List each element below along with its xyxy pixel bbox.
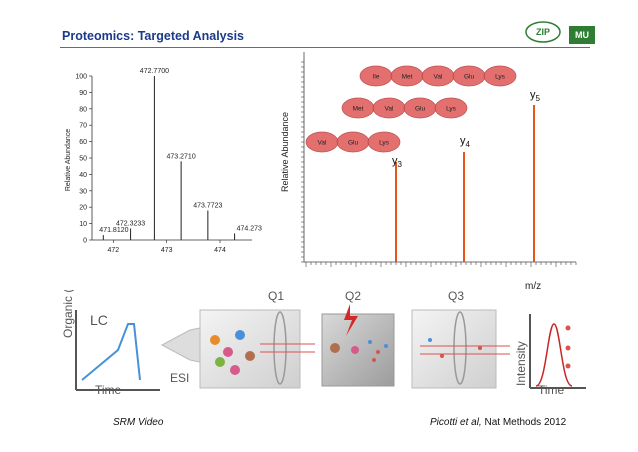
citation-journal: Nat Methods 2012 [481,417,567,428]
y4-label: y4 [460,135,471,149]
isotope-spectrum-ytick-label: 80 [79,106,87,113]
isotope-peak-label: 472.3233 [116,221,145,228]
isotope-spectrum-ytick-label: 90 [79,90,87,97]
y3-label-letter: y [392,155,398,167]
isotope-spectrum-ytick-label: 60 [79,139,87,146]
isotope-spectrum-ytick-label: 70 [79,123,87,130]
y4-label-letter: y [460,135,466,147]
esi-source: ESI [160,327,201,385]
y3-label-subscript: 3 [398,160,403,169]
isotope-spectrum-ytick-label: 0 [83,238,87,245]
logo-group: ZIP MU [523,20,595,46]
peptide-residue-label: Val [434,74,443,81]
lc-gradient-line [81,323,141,381]
peptide-bead [434,97,468,119]
intensity-plot: Intensity Time [514,314,586,397]
isotope-spectrum-xtick-label: 472 [107,247,119,254]
peptide-bead [483,65,517,87]
isotope-spectrum-ylabel: Relative Abundance [65,129,72,191]
mu-logo: MU [569,26,595,44]
peptide-residue-label: Met [402,74,413,81]
title-divider [60,47,590,48]
lc-gradient-plot: Organic (%) LC Time [61,290,160,397]
zip-logo: ZIP [525,21,561,43]
peptide-residue-label: Ile [373,74,380,81]
y5-label: y5 [530,89,541,103]
isotope-spectrum-ytick-label: 10 [79,221,87,228]
fragment-spectrum-ylabel: Relative Abundance [280,112,290,192]
isotope-spectrum-ytick-label: 20 [79,205,87,212]
fragment-spectrum-xlabel: m/z [525,281,542,292]
y4-peak [463,152,465,262]
peptide-residue-label: Val [318,140,327,147]
peptide-residue-label: Lys [495,74,506,81]
y3-label: y3 [392,155,403,169]
isotope-spectrum-xtick-label: 474 [214,247,226,254]
lc-label: LC [90,312,108,328]
peptide-residue-label: Lys [446,106,457,113]
esi-label: ESI [170,371,189,385]
y3-peak [395,162,397,262]
isotope-peak-label: 472.7700 [140,68,169,75]
citation-authors: Picotti et al, [430,417,482,428]
peptide-bead [367,131,401,153]
peptide-residue-label: Glu [348,140,359,147]
isotope-spectrum-xtick-label: 473 [161,247,173,254]
isotope-peak-label: 471.8120 [99,227,128,234]
isotope-spectrum-chart: Relative Abundance 100908070605040302010… [65,68,262,254]
srm-video-caption: SRM Video [113,417,164,428]
q2-collision-cell: Q2 [321,290,395,387]
citation-caption: Picotti et al, Nat Methods 2012 [430,417,566,428]
zip-logo-text: ZIP [536,27,550,37]
srm-workflow-diagram: Organic (%) LC Time ESI Q1 Q2 [61,290,586,397]
peptide-residue-label: Lys [379,140,390,147]
q1-label: Q1 [268,290,284,303]
fragment-spectrum-ticks [301,61,577,267]
q2-label: Q2 [345,290,361,303]
peptide-residue-label: Glu [415,106,426,113]
y5-peak [533,105,535,262]
lc-time-label: Time [95,383,122,397]
y5-label-subscript: 5 [536,94,541,103]
y5-label-letter: y [530,89,536,101]
peptide-residue-label: Met [353,106,364,113]
isotope-peak-label: 473.7723 [193,202,222,209]
isotope-spectrum-ytick-label: 40 [79,172,87,179]
isotope-spectrum-xticks: 472 473 474 [107,240,226,254]
peptide-residue-label: Glu [464,74,475,81]
isotope-spectrum-ytick-label: 100 [75,74,87,81]
intensity-axis-label: Intensity [514,341,528,386]
isotope-spectrum-ytick-label: 30 [79,188,87,195]
y4-label-subscript: 4 [466,140,471,149]
intensity-peak [535,323,573,387]
peptide-residue-label: Val [385,106,394,113]
q1-quadrupole: Q1 [199,290,315,389]
isotope-spectrum-ytick-label: 50 [79,156,87,163]
intensity-time-label: Time [538,383,565,397]
organic-axis-label: Organic (%) [61,290,75,338]
q3-quadrupole: Q3 [411,290,510,389]
q3-label: Q3 [448,290,464,303]
isotope-peak-label: 473.2710 [167,153,196,160]
isotope-peak-label: 474.2738 [237,225,262,232]
page-title: Proteomics: Targeted Analysis [62,29,245,43]
